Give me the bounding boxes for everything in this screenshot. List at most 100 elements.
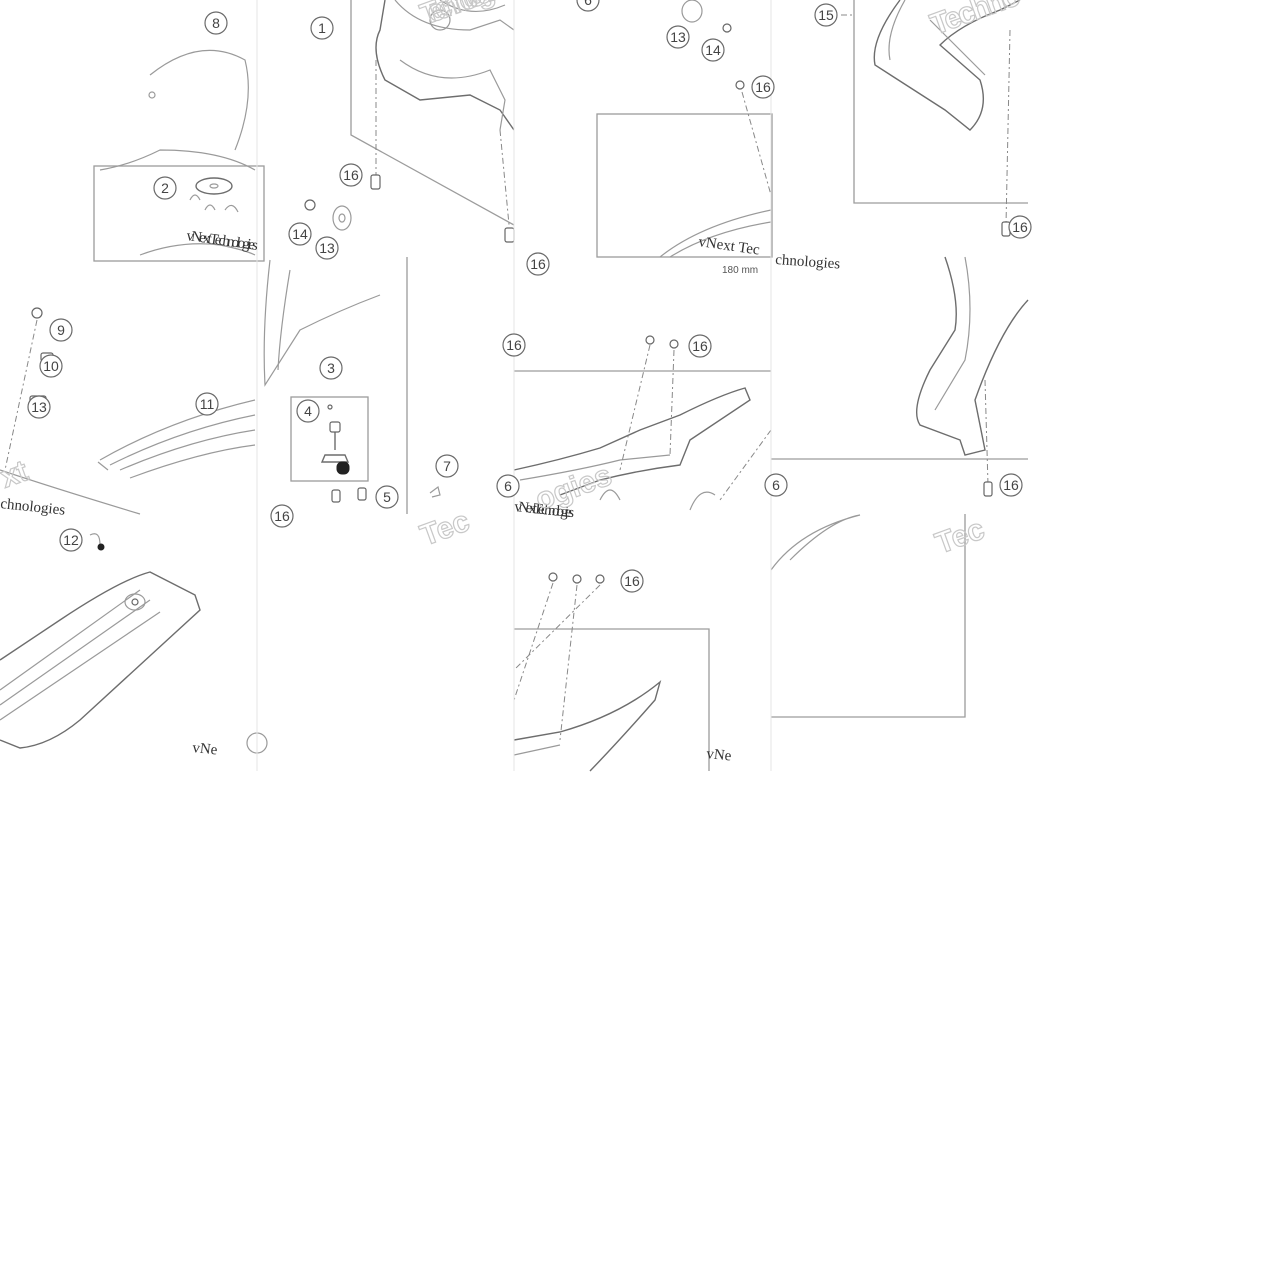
callout-circle	[49, 318, 73, 342]
callout-2: 16	[339, 163, 363, 187]
grommet-icon	[338, 213, 346, 223]
callout-10: 11	[195, 392, 219, 416]
callout-17: 6	[496, 474, 520, 498]
leader-line	[719, 429, 772, 501]
callout-15: 16	[526, 252, 550, 276]
callout-number: 16	[274, 508, 290, 524]
detail-frame-cover	[596, 113, 773, 258]
callout-number: 9	[57, 322, 65, 338]
detail-frame-fender	[771, 514, 966, 718]
callout-circle	[153, 176, 177, 200]
bolt-icon	[595, 574, 605, 584]
tail-panel-outline	[513, 680, 662, 772]
watermark-text: vNext Tec	[697, 234, 761, 258]
bolt-icon	[357, 487, 367, 501]
callout-1: 1	[310, 16, 334, 40]
detail-frame-fuel-cap	[93, 165, 265, 262]
callout-circle	[999, 473, 1023, 497]
side-panel-outline	[0, 399, 256, 515]
callout-20: 16	[620, 569, 644, 593]
watermark-ghost: xt	[0, 454, 32, 494]
callout-circle	[688, 334, 712, 358]
nut-icon	[304, 199, 316, 211]
callout-circle	[339, 163, 363, 187]
watermark-text: vNext Technologies	[185, 228, 259, 254]
callout-4: 13	[315, 236, 339, 260]
dimension-label: 180 mm	[722, 265, 758, 276]
callout-9: 13	[27, 395, 51, 419]
detail-frame-spoiler	[853, 0, 1028, 204]
callout-number: 16	[1012, 219, 1028, 235]
bolt-icon	[331, 489, 341, 503]
callout-number: 2	[161, 180, 169, 196]
callout-number: 16	[1003, 477, 1019, 493]
callout-number: 16	[692, 338, 708, 354]
callout-21: 16	[1008, 215, 1032, 239]
callout-circle	[814, 3, 838, 27]
bolt-icon	[983, 481, 993, 497]
side-cover-outline	[263, 259, 381, 387]
callout-circle	[59, 528, 83, 552]
callout-number: 7	[443, 458, 451, 474]
callout-circle	[270, 504, 294, 528]
leader-line	[559, 584, 578, 741]
callout-6: 2	[153, 176, 177, 200]
leader-line	[619, 344, 651, 471]
callout-circle	[204, 11, 228, 35]
bolt-icon	[572, 574, 582, 584]
leader-line	[984, 379, 989, 486]
callout-circle	[288, 222, 312, 246]
callout-circle	[1008, 215, 1032, 239]
callout-0: 8	[204, 11, 228, 35]
callout-22: 6	[764, 473, 788, 497]
callout-circle	[751, 75, 775, 99]
bolt-icon	[370, 174, 381, 190]
callout-16: 16	[688, 334, 712, 358]
callout-number: 16	[530, 256, 546, 272]
callout-circle	[435, 454, 459, 478]
leader-line	[741, 91, 772, 196]
callout-5: 15	[814, 3, 838, 27]
callout-number: 12	[63, 532, 79, 548]
callout-number: 6	[584, 0, 592, 8]
detail-frame-fuel-tap	[290, 396, 369, 482]
callout-circle	[319, 356, 343, 380]
callout-number: 14	[292, 226, 308, 242]
bolt-icon	[504, 227, 515, 243]
callout-number: 15	[818, 7, 834, 23]
callout-number: 6	[772, 477, 780, 493]
leader-line	[669, 349, 675, 456]
leader-line	[513, 584, 601, 671]
callout-circle	[576, 0, 600, 12]
callout-circle	[39, 354, 63, 378]
callout-number: 14	[705, 42, 721, 58]
callout-8: 10	[39, 354, 63, 378]
fender-outline	[770, 514, 861, 571]
bolt-icon	[669, 339, 679, 349]
callout-3: 14	[288, 222, 312, 246]
tail-section-outline	[513, 387, 751, 511]
callout-number: 16	[755, 79, 771, 95]
watermark-text: vNext Technologies	[514, 499, 575, 521]
fuel-tank-outline	[375, 0, 515, 131]
callout-number: 13	[319, 240, 335, 256]
callout-circle	[666, 25, 690, 49]
radiator-spoiler-outline	[873, 0, 1021, 131]
seat-outline	[99, 49, 256, 171]
callout-13: 5	[375, 485, 399, 509]
callout-number: 3	[327, 360, 335, 376]
washer-icon	[31, 307, 43, 319]
leader-line	[513, 582, 554, 701]
callout-circle	[310, 16, 334, 40]
callout-number: 5	[383, 489, 391, 505]
grommet-icon	[332, 205, 352, 231]
callout-12: 4	[296, 399, 320, 423]
callout-28: 6	[576, 0, 600, 12]
callout-7: 9	[49, 318, 73, 342]
callout-circle	[701, 38, 725, 62]
callout-layer: 8 1 16 14 13 15 2 9 10 13 11 3 4 5 7 16 16 6 16 12 16 16 6 16 14…	[27, 0, 1032, 593]
callout-circle	[195, 392, 219, 416]
callout-14: 7	[435, 454, 459, 478]
